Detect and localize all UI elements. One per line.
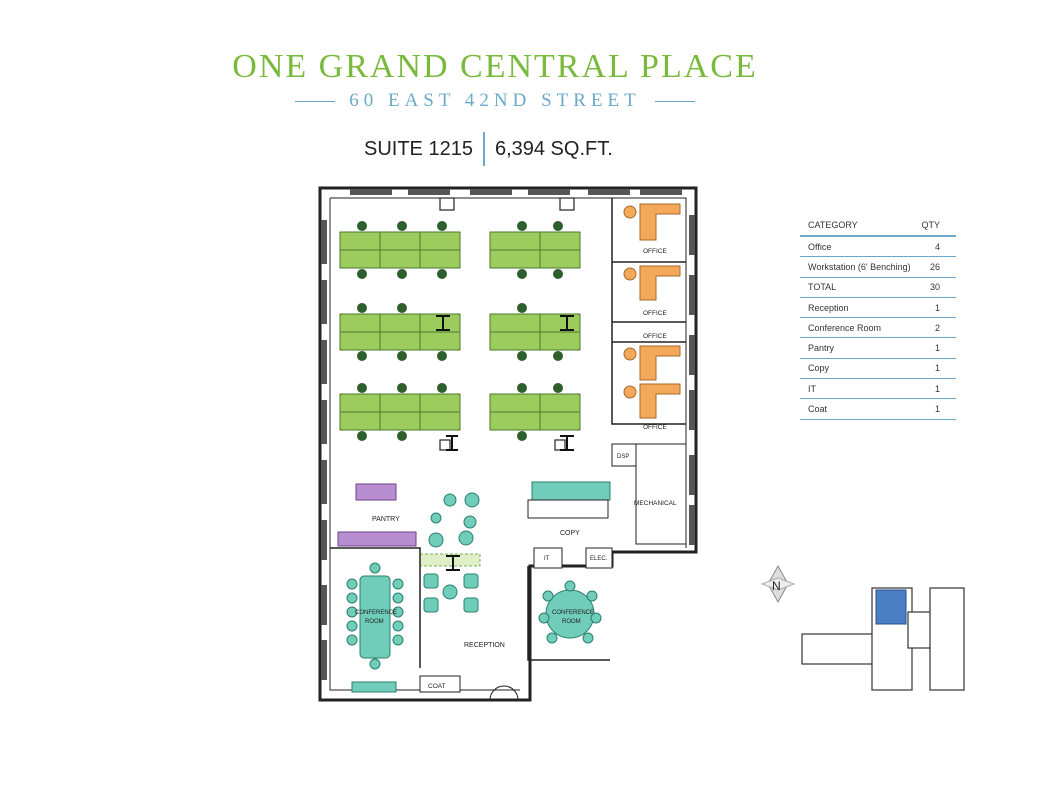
table-row: Reception 1 [800,298,956,319]
table-row: Coat 1 [800,399,956,420]
address-rule-left [295,100,336,102]
windows-right [689,215,695,545]
row-qty: 4 [934,241,940,252]
north-label: N [772,579,781,593]
suite-number: SUITE 1215 [364,137,473,160]
address-row: 60 EAST 42ND STREET [270,90,720,112]
row-category: IT [808,383,816,394]
conference-a-label: ROOM [365,619,384,625]
row-qty: 1 [934,404,940,415]
row-qty: 1 [934,343,940,354]
conference-b-label: ROOM [562,619,581,625]
copy-counter [531,481,611,501]
category-header: CATEGORY [808,220,858,230]
row-qty: 1 [934,302,940,313]
table-row: Copy 1 [800,359,956,380]
suite-area: 6,394 SQ.FT. [494,137,613,160]
copy-label: COPY [560,530,580,537]
qty-header: QTY [921,220,940,230]
office-desks [639,203,681,419]
row-category: Copy [808,363,830,374]
entry-doors [489,685,519,701]
office-wall [611,198,686,425]
conference-room-a-wall [330,547,421,668]
conference-table-a [359,575,391,659]
space-summary-table: CATEGORY QTY Office 4 Workstation (6' Ben… [800,220,956,420]
windows-left [321,220,327,680]
row-qty: 1 [934,363,940,374]
mechanical-label: MECHANICAL [634,500,677,507]
office-label: OFFICE [643,424,667,431]
dsp-label: DSP [617,454,629,460]
reception-chairs [423,573,479,613]
office-label: OFFICE [643,333,667,340]
row-category: Coat [808,404,828,415]
suite-highlight [875,589,907,625]
elec-label: ELEC. [590,556,608,562]
conference-room-b-wall [527,566,610,661]
table-row: Pantry 1 [800,338,956,359]
row-category: Office [808,241,832,252]
suite-info: SUITE 1215 6,394 SQ.FT. [364,132,613,166]
workstations-west-row-3 [339,383,461,451]
credenza [351,681,397,693]
pantry-counter [337,531,417,547]
row-qty: 26 [929,261,940,272]
table-row: Office 4 [800,237,956,258]
workstations-west-row-1 [339,221,461,279]
workstations-east-row-2 [489,303,581,361]
suite-separator [482,132,485,166]
it-label: IT [544,556,550,562]
row-qty: 2 [934,322,940,333]
conference-a-label: CONFERENCE [355,610,397,616]
workstations-east-row-1 [489,221,581,279]
copy-work-area [527,499,609,519]
address-rule-right [654,100,695,102]
table-row: Workstation (6' Benching) 26 [800,257,956,278]
office-label: OFFICE [643,248,667,255]
office-label: OFFICE [643,310,667,317]
row-qty: 30 [929,282,940,293]
windows-top [350,189,682,195]
conference-chairs-a [346,562,404,670]
reception-label: RECEPTION [464,642,505,649]
elec-room [585,547,613,569]
workstations-east-row-3 [489,383,581,451]
reception-desk-marker [446,555,460,571]
row-category: Reception [808,302,849,313]
street-address: 60 EAST 42ND STREET [349,90,641,111]
row-category: Conference Room [808,322,882,333]
row-category: Pantry [808,343,835,354]
it-room [533,547,563,569]
structural-columns [439,197,575,451]
compass-icon: N [760,564,796,604]
office-chairs [623,205,637,399]
table-row: Conference Room 2 [800,318,956,339]
conference-b-label: CONFERENCE [552,610,594,616]
row-qty: 1 [934,383,940,394]
lounge-seating [428,492,480,548]
table-header: CATEGORY QTY [800,220,956,237]
pantry-table [355,483,397,501]
mechanical-room [635,443,687,545]
table-row: IT 1 [800,379,956,400]
building-title: ONE GRAND CENTRAL PLACE [232,48,758,85]
conference-chairs-b [538,580,602,644]
row-category: Workstation (6' Benching) [808,261,911,272]
coat-closet [419,675,461,693]
row-category: TOTAL [808,282,837,293]
workstations-west-row-2 [339,303,461,361]
table-row: TOTAL 30 [800,278,956,298]
pantry-label: PANTRY [372,516,400,523]
coat-label: COAT [428,683,446,690]
